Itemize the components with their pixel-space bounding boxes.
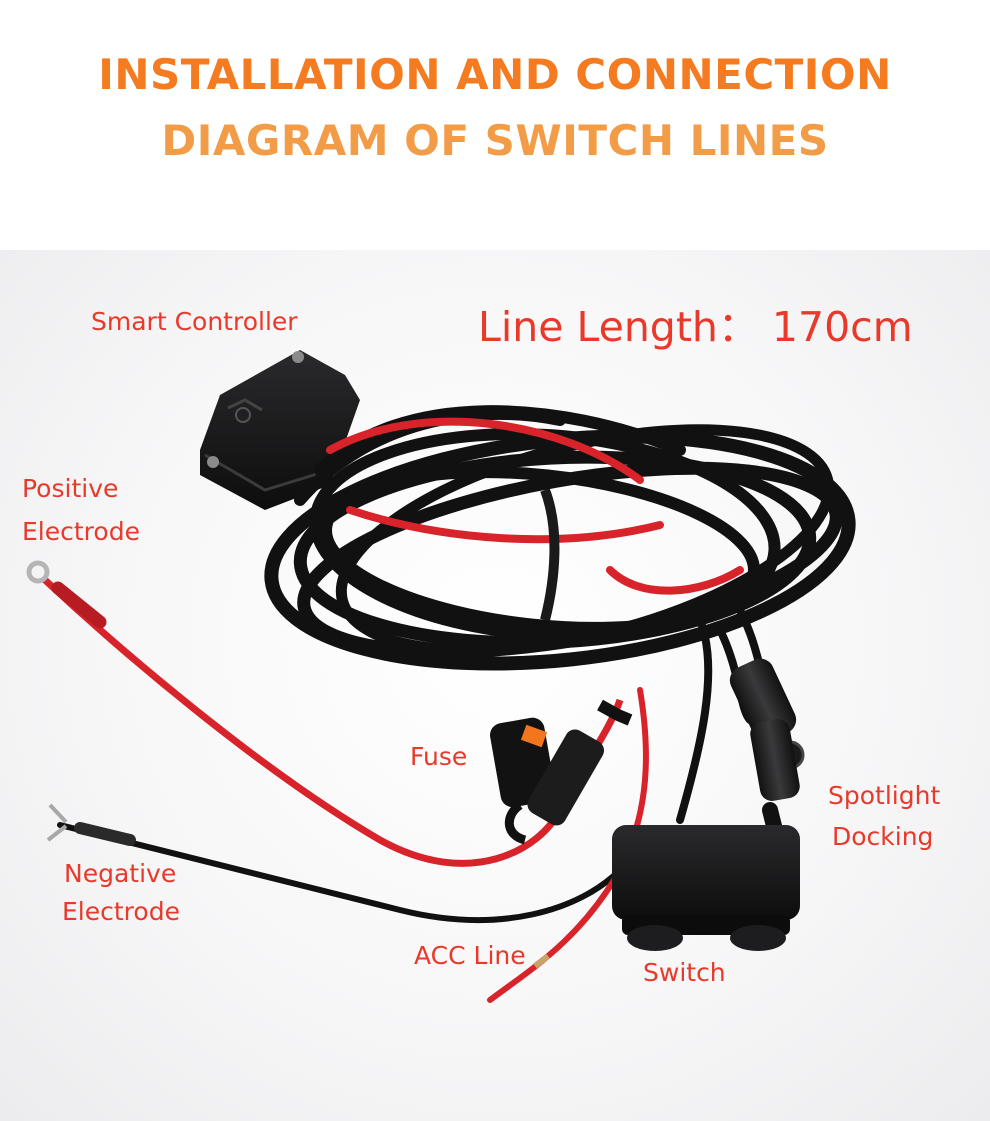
positive-electrode-wire [26, 560, 564, 867]
negative-electrode-label-line-2: Electrode [62, 897, 180, 926]
coiled-red-wires [326, 417, 744, 595]
line-length-label: Line Length： 170cm [478, 303, 913, 351]
zip-tie [540, 488, 560, 622]
positive-electrode-label-line-2: Electrode [22, 517, 140, 546]
smart-controller-label: Smart Controller [91, 307, 298, 336]
switch-box [612, 825, 800, 951]
switch-label: Switch [643, 958, 726, 987]
title-line-2: DIAGRAM OF SWITCH LINES [161, 116, 829, 165]
fuse-holder [490, 698, 633, 845]
negative-electrode-wire [46, 803, 623, 923]
fuse-label: Fuse [410, 742, 468, 771]
title-line-1: INSTALLATION AND CONNECTION [98, 50, 892, 99]
positive-electrode-label-line-1: Positive [22, 474, 119, 503]
acc-line-label: ACC Line [414, 941, 526, 970]
header: INSTALLATION AND CONNECTION DIAGRAM OF S… [0, 0, 990, 250]
product-photo: Smart Controller Line Length： 170cm Posi… [0, 250, 990, 1121]
negative-electrode-label-line-1: Negative [64, 859, 177, 888]
spotlight-docking-label-line-1: Spotlight [828, 781, 941, 810]
spotlight-docking-label-line-2: Docking [832, 822, 934, 851]
wiring-harness-illustration [26, 350, 856, 1003]
